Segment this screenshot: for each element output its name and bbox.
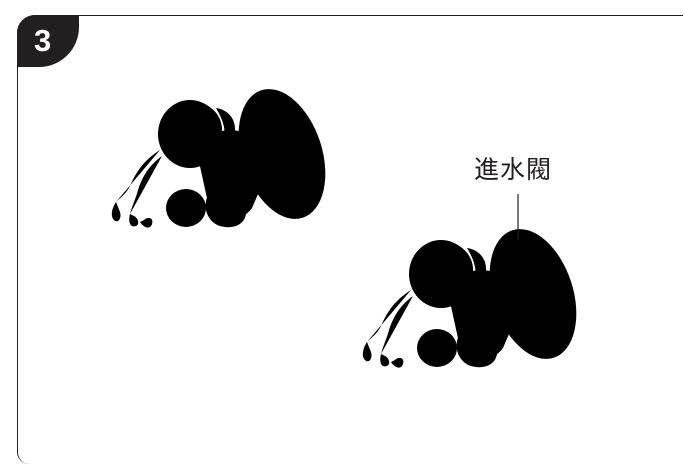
valve-illustration-right [362,217,592,371]
step-panel [17,15,683,464]
inlet-valve-label: 進水閥 [474,155,553,184]
valve-illustration-left [111,77,341,231]
